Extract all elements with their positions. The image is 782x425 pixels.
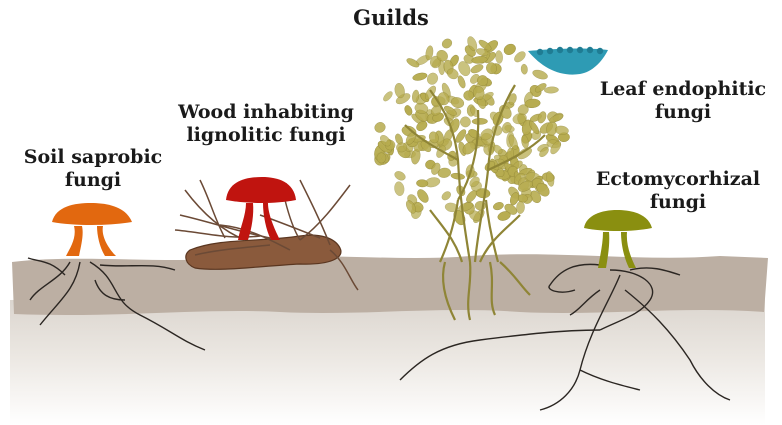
- leaf-endophytic-label: Leaf endophitic fungi: [588, 78, 778, 124]
- leaf-shape: [440, 37, 453, 50]
- page-title: Guilds: [333, 6, 449, 29]
- wood-inhabiting-label-line-1: Wood inhabiting: [166, 101, 366, 124]
- leaf-shape: [456, 75, 466, 89]
- leaf-shape: [531, 68, 548, 81]
- leaf-shape: [458, 115, 472, 129]
- leaf-shape: [440, 190, 452, 202]
- leaf-shape: [502, 42, 518, 57]
- wood-inhabiting-label: Wood inhabiting lignolitic fungi: [166, 101, 366, 147]
- soil-saprobic-label: Soil saprobic fungi: [18, 146, 168, 192]
- ectomycorrhizal-label-line-1: Ectomycorhizal: [583, 168, 773, 191]
- soil-saprobic-label-line-2: fungi: [18, 169, 168, 192]
- leaf-shape: [394, 181, 405, 196]
- leaf-shape: [425, 71, 439, 86]
- tree-canopy: [373, 35, 570, 227]
- wood-inhabiting-label-line-2: lignolitic fungi: [166, 124, 366, 147]
- leaf-shape: [495, 50, 503, 63]
- leaf-endophytic-label-line-2: fungi: [588, 101, 778, 124]
- leaf-shape: [377, 153, 387, 164]
- soil-saprobic-mushroom-icon: [52, 203, 132, 256]
- leaf-shape: [469, 63, 484, 75]
- ectomycorrhizal-label: Ectomycorhizal fungi: [583, 168, 773, 214]
- leaf-shape: [471, 56, 487, 64]
- leaf-shape: [405, 57, 420, 69]
- leaf-shape: [393, 170, 407, 183]
- leaf-shape: [373, 120, 387, 134]
- soil-saprobic-label-line-1: Soil saprobic: [18, 146, 168, 169]
- leaf-shape: [516, 201, 525, 214]
- leaf-shape: [521, 64, 528, 75]
- leaf-shape: [544, 86, 559, 93]
- leaf-shape: [412, 72, 428, 82]
- leaf-shape: [492, 201, 504, 211]
- ectomycorrhizal-label-line-2: fungi: [583, 191, 773, 214]
- leaf-shape: [536, 110, 547, 124]
- leaf-shape: [382, 90, 394, 103]
- leaf-shape: [472, 118, 488, 124]
- soil-band: [12, 254, 768, 315]
- leaf-endophytic-label-line-1: Leaf endophitic: [588, 78, 778, 101]
